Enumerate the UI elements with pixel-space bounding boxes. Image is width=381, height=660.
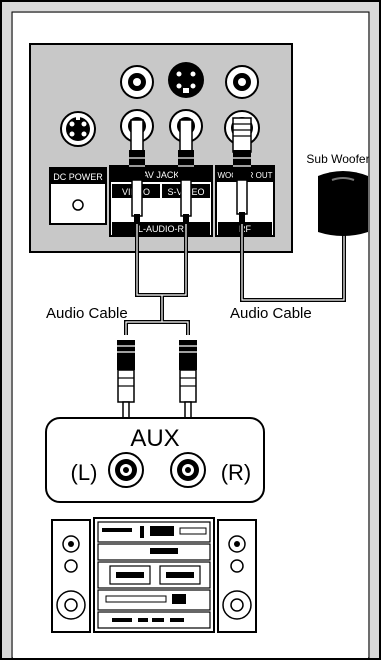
stereo-system-icon [51,517,257,633]
aux-panel: AUX (L) (R) [45,417,265,503]
aux-left-label: (L) [71,460,98,485]
top-left-rca-jack [120,65,154,99]
woofer-plug-inserted [232,117,252,222]
av-jack-label: AV JACK [143,170,180,180]
av-jack-box: AV JACK VIDEO S-VIDEO L-AUDIO-R [109,165,213,237]
sub-woofer-label: Sub Woofer [306,152,369,166]
sub-woofer-icon [318,171,368,236]
aux-right-jack [170,452,206,488]
audio-cable-left-label: Audio Cable [46,305,128,322]
rf-label: RF [239,224,251,234]
s-video-plug-inserted [178,119,194,224]
aux-left-jack [108,452,144,488]
video-plug-inserted [129,119,145,224]
s-video-jack [168,62,204,98]
left-audio-plug [117,340,135,419]
top-right-rca-jack [225,65,259,99]
aux-title: AUX [130,425,179,452]
aux-right-label: (R) [221,460,252,485]
dc-power-label: DC POWER [53,172,103,182]
dc-power-connector [60,111,96,147]
audio-cable-right-label: Audio Cable [230,305,312,322]
audio-lr-label: L-AUDIO-R [138,224,185,234]
dc-power-box: DC POWER [49,167,107,225]
